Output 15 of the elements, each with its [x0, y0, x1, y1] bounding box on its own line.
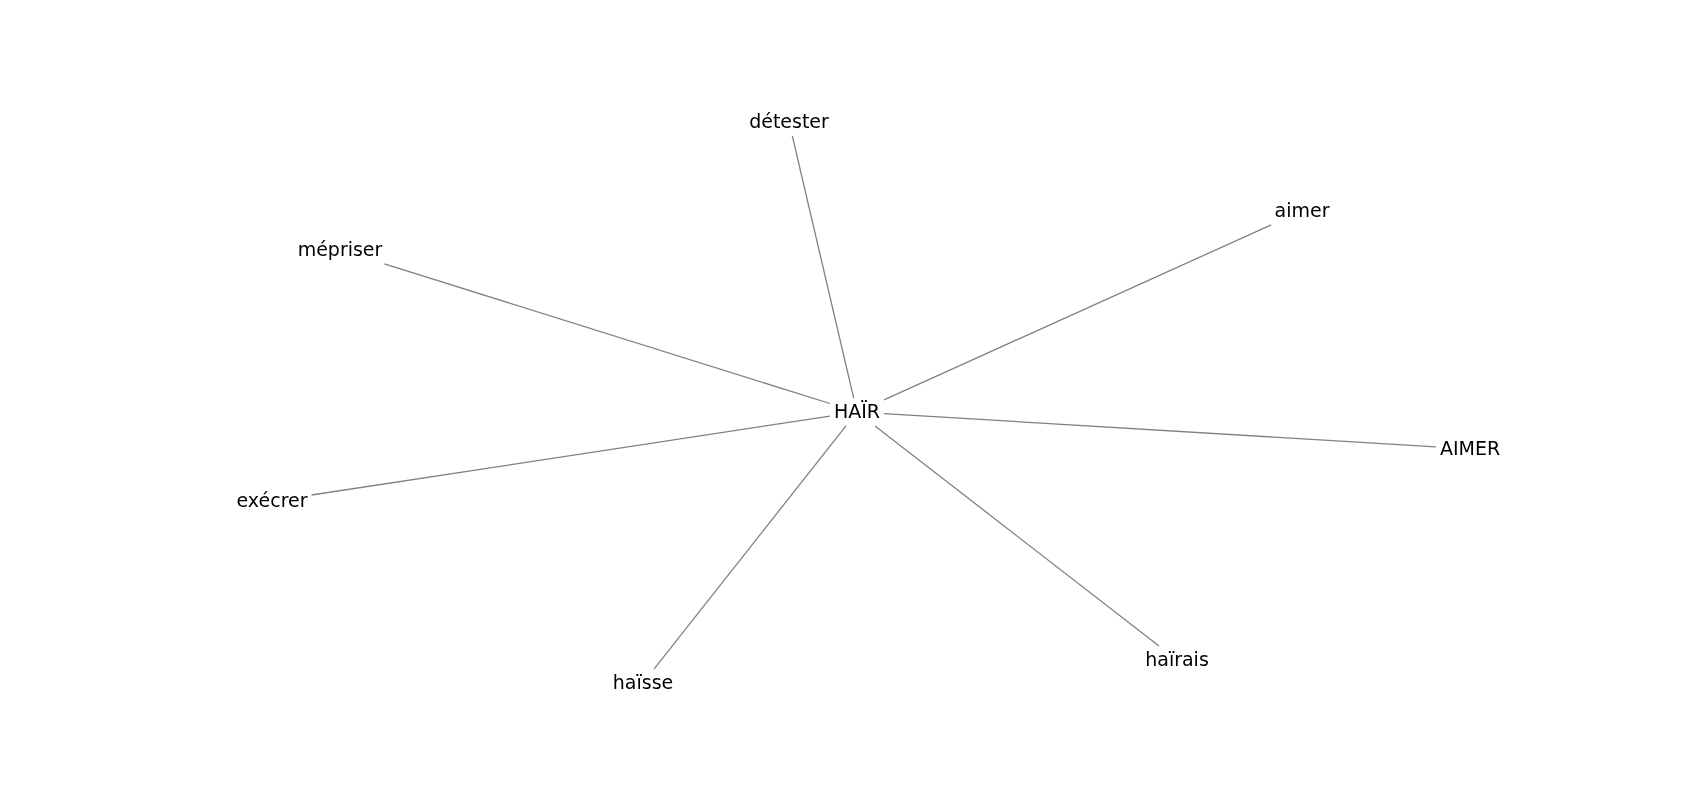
connector-line	[791, 135, 855, 399]
word-label: HAÏR	[832, 401, 882, 423]
word-label: haïrais	[1144, 649, 1210, 671]
word-label: détester	[748, 111, 830, 133]
connector-line	[883, 412, 1437, 448]
connector-line	[874, 425, 1160, 647]
word-label: mépriser	[296, 239, 384, 261]
connector-line	[383, 263, 831, 405]
word-label: haïsse	[611, 672, 675, 694]
word-label: AIMER	[1438, 438, 1502, 460]
connector-line	[883, 224, 1272, 401]
connector-line	[310, 415, 831, 496]
word-label: aimer	[1273, 200, 1331, 222]
connector-line	[653, 425, 847, 670]
word-label: exécrer	[235, 490, 309, 512]
